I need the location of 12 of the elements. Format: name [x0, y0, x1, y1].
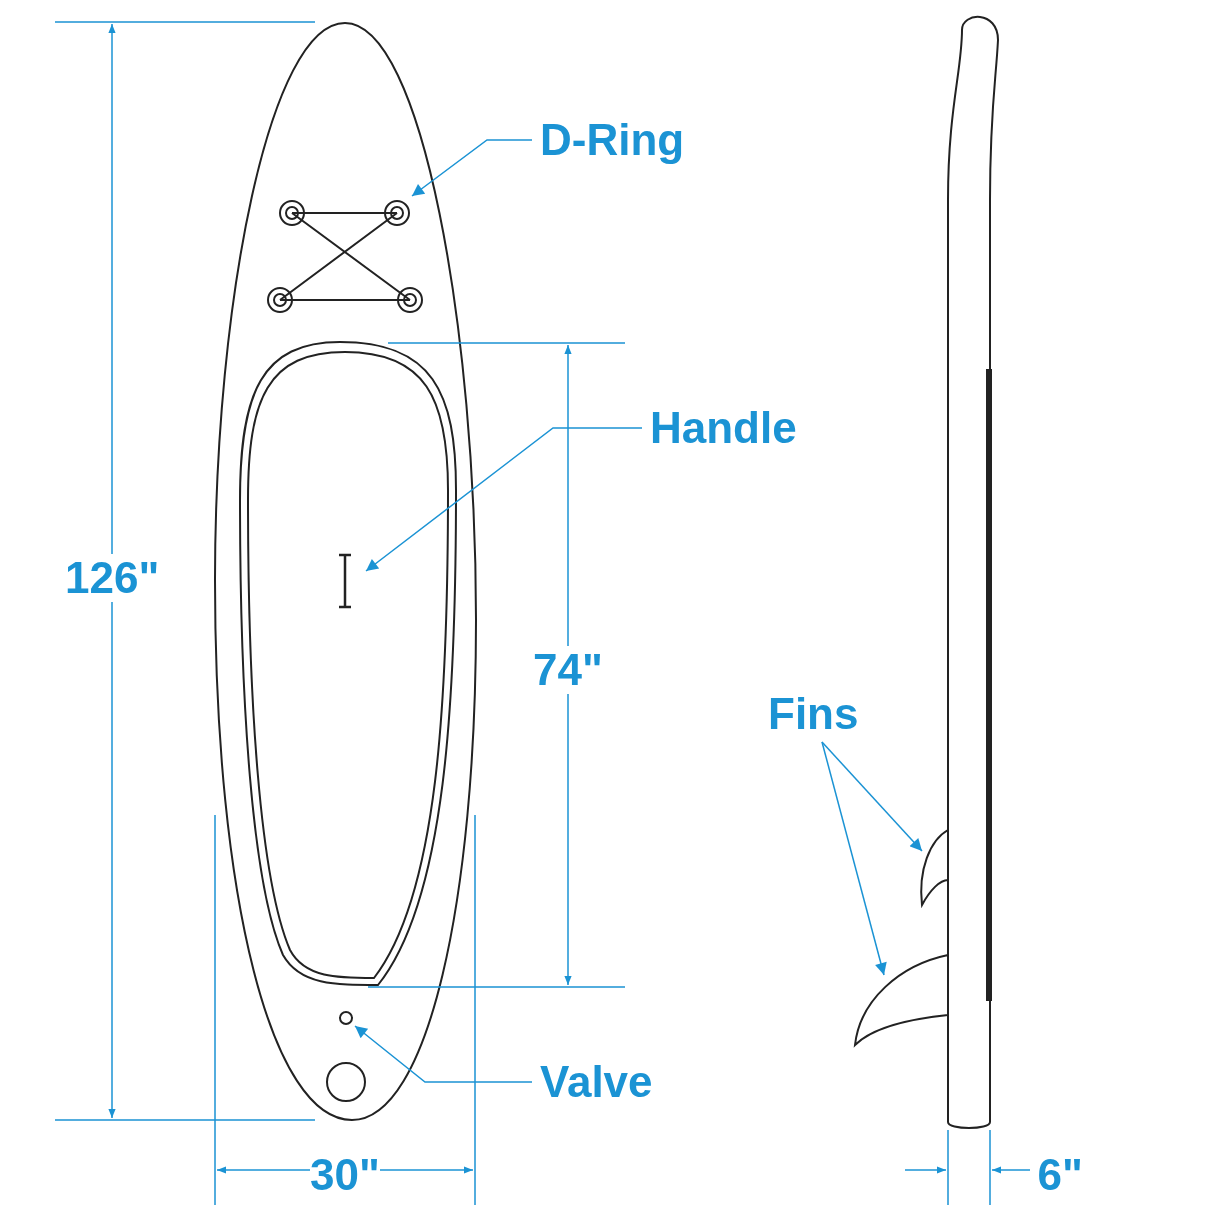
leader-line — [821, 741, 887, 976]
dimension-label: 126" — [65, 554, 160, 602]
handle — [337, 553, 353, 609]
leader-line — [365, 427, 643, 572]
dimension-label: 74" — [533, 646, 603, 694]
leader-line — [821, 741, 923, 852]
valve — [339, 1011, 353, 1025]
d-ring — [384, 200, 410, 226]
fin — [854, 954, 949, 1046]
leader-line — [411, 139, 533, 197]
fin — [920, 829, 949, 906]
leader-line — [354, 1025, 533, 1083]
